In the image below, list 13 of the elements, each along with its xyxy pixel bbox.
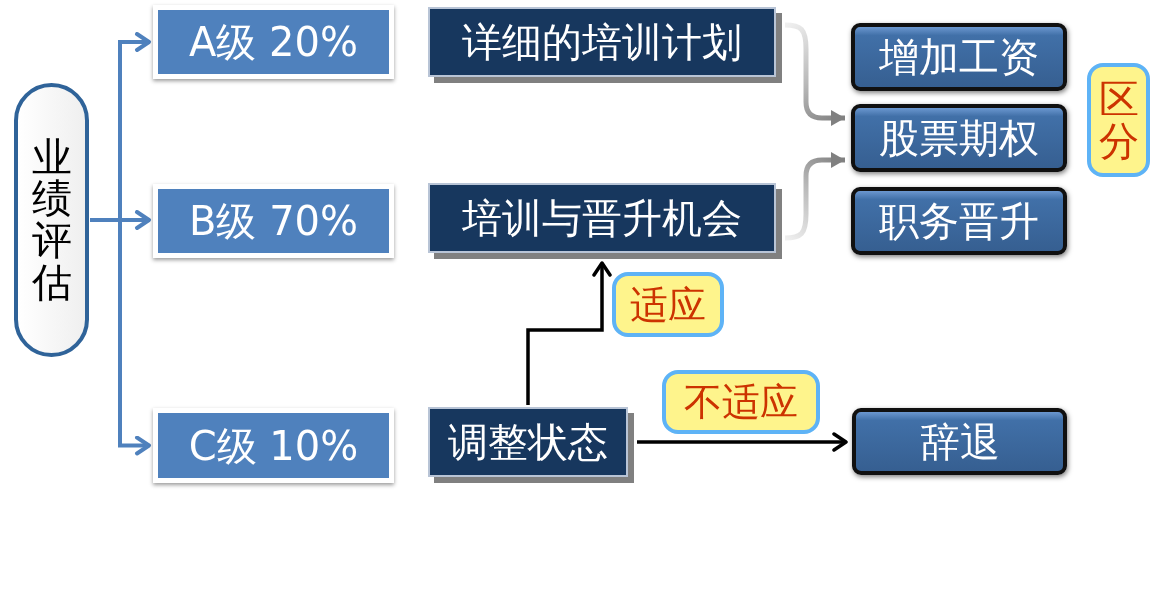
reward-box: 股票期权 — [851, 104, 1067, 172]
arrow — [90, 218, 151, 456]
reward-box: 增加工资 — [851, 23, 1067, 91]
arrow — [526, 261, 612, 405]
arrow — [784, 152, 845, 241]
outcome-box: 辞退 — [852, 408, 1067, 475]
arrow — [784, 22, 845, 126]
category-pill: 业绩评估 — [14, 83, 89, 357]
reward-box: 职务晋升 — [851, 187, 1067, 255]
arrow — [637, 432, 848, 452]
edge-label: 不适应 — [662, 370, 820, 434]
edge-label: 适应 — [612, 272, 724, 337]
note-box: 区分 — [1087, 63, 1150, 177]
